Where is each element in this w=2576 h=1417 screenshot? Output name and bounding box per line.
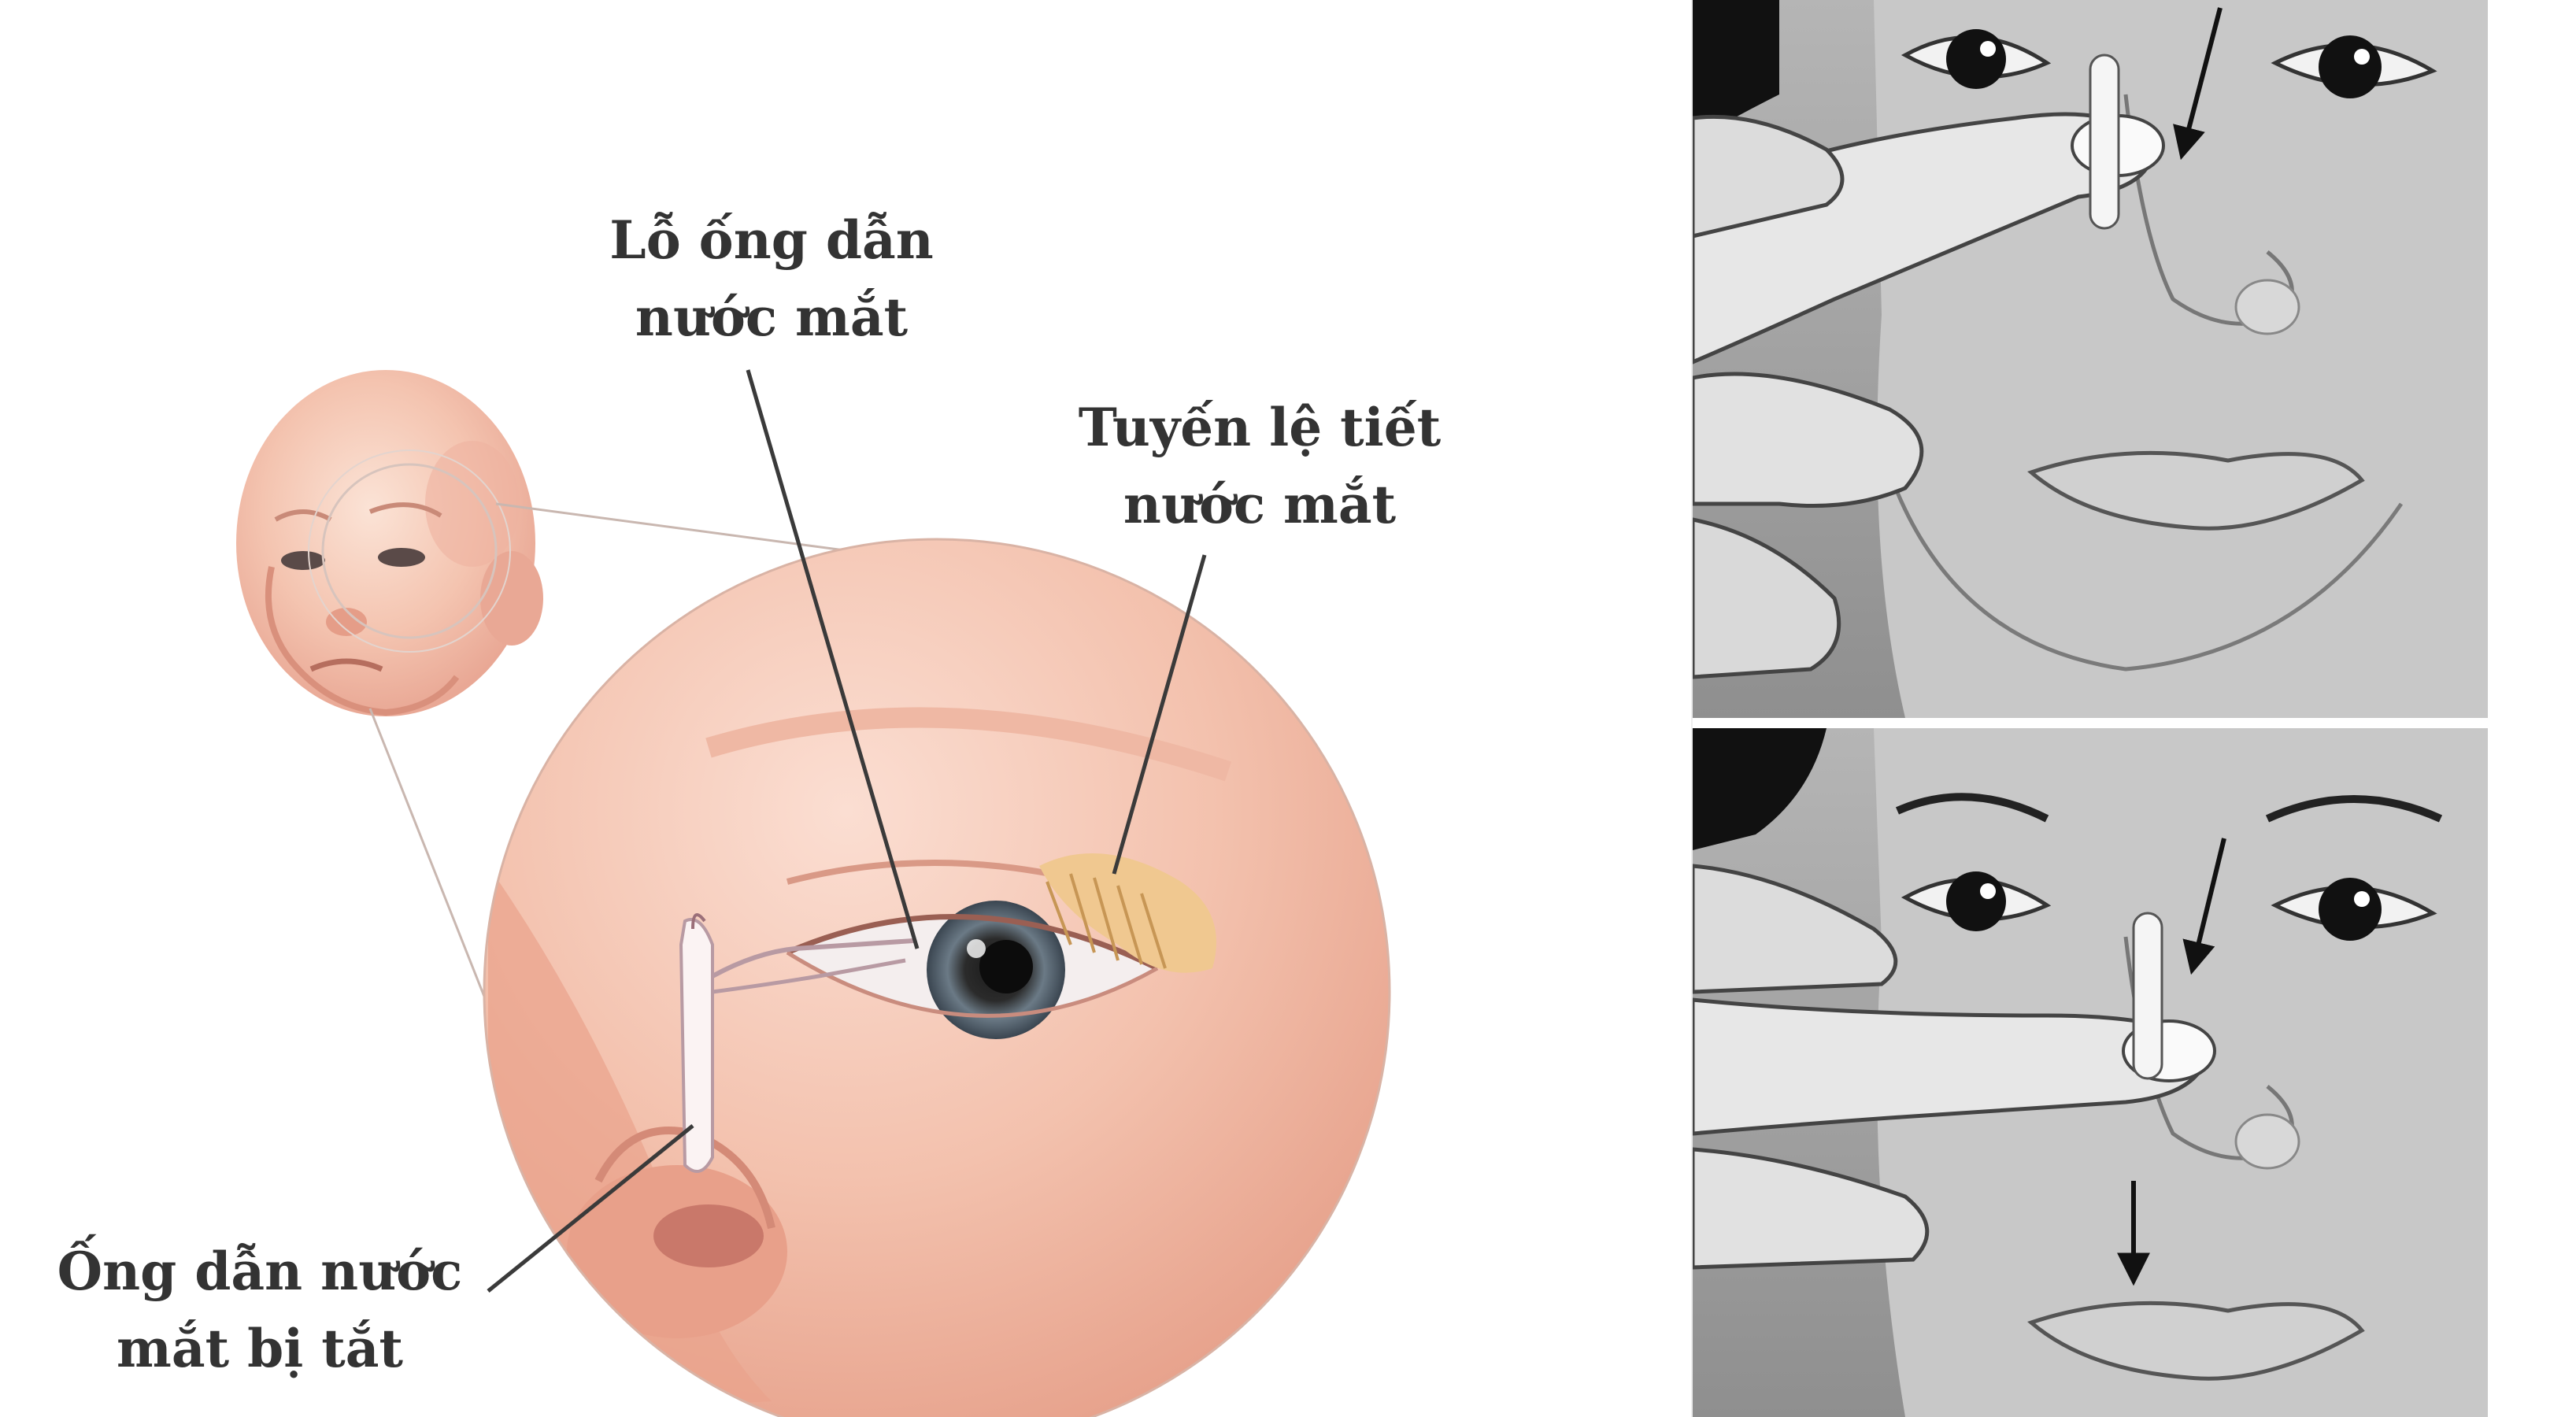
massage-panel-2 (1693, 728, 2488, 1417)
massage-arrow-2a (2182, 838, 2226, 975)
label-tear-duct-opening: Lỗ ống dẫn nước mắt (551, 202, 992, 356)
face-eyes (1901, 29, 2437, 98)
face-eyes-2 (1901, 871, 2437, 941)
baby-head-illustration (236, 370, 543, 716)
label-blocked-tear-duct-line2: mắt bị tắt (117, 1318, 403, 1379)
label-tear-duct-opening-line2: nước mắt (635, 287, 909, 348)
label-lacrimal-gland-line1: Tuyến lệ tiết (1078, 397, 1442, 458)
label-lacrimal-gland: Tuyến lệ tiết nước mắt (1063, 389, 1456, 543)
label-lacrimal-gland-line2: nước mắt (1123, 474, 1397, 535)
lacrimal-gland (1039, 853, 1216, 973)
zoomed-eye-circle (483, 538, 1391, 1417)
label-tear-duct-opening-line1: Lỗ ống dẫn (609, 209, 934, 271)
massage-panel-1 (1693, 0, 2488, 718)
massage-hand (1693, 54, 2165, 679)
massage-hand-2 (1693, 864, 2216, 1270)
label-blocked-tear-duct-line1: Ống dẫn nước (57, 1241, 463, 1302)
massage-arrow-1 (2173, 7, 2223, 161)
label-blocked-tear-duct: Ống dẫn nước mắt bị tắt (39, 1233, 480, 1387)
pointer-lines (487, 369, 1207, 1293)
tear-duct-system (679, 913, 914, 1173)
